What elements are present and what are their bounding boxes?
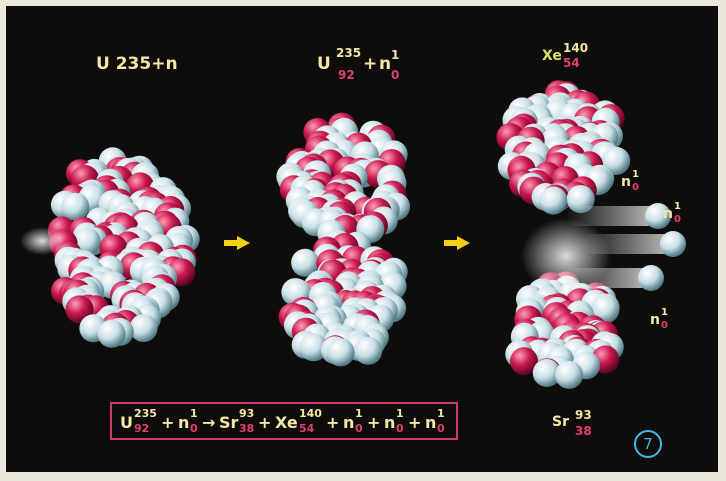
deformed-nucleus-top bbox=[276, 113, 410, 248]
neutron-atomic: 0 bbox=[661, 320, 668, 331]
symbol-strontium: Sr bbox=[552, 414, 569, 430]
equation-big: Sr bbox=[219, 413, 238, 432]
equation-sup: 1 bbox=[355, 407, 363, 420]
neutron-atomic-number: 0 bbox=[391, 68, 399, 82]
equation-big: Xe bbox=[275, 413, 298, 432]
neutron-mass: 1 bbox=[632, 169, 639, 180]
equation-sup: 1 bbox=[190, 407, 198, 420]
equation-big: + bbox=[408, 413, 421, 432]
figure-number-badge: 7 bbox=[634, 430, 662, 458]
symbol-uranium: U bbox=[317, 54, 331, 74]
neutron-ball bbox=[354, 337, 382, 365]
strontium-atomic-number: 38 bbox=[575, 424, 592, 438]
equation-sup: 235 bbox=[134, 407, 157, 420]
neutron-mass-number: 1 bbox=[391, 48, 399, 62]
symbol-xenon: Xe bbox=[542, 48, 562, 64]
equation-big: + bbox=[161, 413, 174, 432]
equation-big: n bbox=[343, 413, 354, 432]
equation-sup: 1 bbox=[437, 407, 445, 420]
neutron-symbol: n bbox=[621, 174, 631, 190]
symbol-neutron: n bbox=[379, 54, 391, 74]
equation-sub: 0 bbox=[396, 422, 404, 435]
label-uranium-plus-neutron: U 235+n bbox=[96, 54, 178, 74]
neutron-ball bbox=[539, 187, 567, 215]
neutron-ball bbox=[130, 314, 158, 342]
neutron-ball bbox=[327, 338, 355, 366]
equation-big: U bbox=[120, 413, 133, 432]
equation-sub: 0 bbox=[437, 422, 445, 435]
neutron-ball bbox=[660, 231, 686, 257]
arrow-right-icon bbox=[444, 236, 470, 250]
equation-sub: 0 bbox=[355, 422, 363, 435]
xenon-atomic-number: 54 bbox=[563, 56, 580, 70]
equation-big: + bbox=[367, 413, 380, 432]
fission-equation: U23592+n10→Sr9338+Xe14054+n10+n10+n10 bbox=[110, 402, 458, 440]
strontium-mass-number: 93 bbox=[575, 408, 592, 422]
equation-sub: 0 bbox=[190, 422, 198, 435]
equation-big: n bbox=[384, 413, 395, 432]
mass-number: 235 bbox=[336, 46, 361, 60]
equation-sub: 92 bbox=[134, 422, 149, 435]
neutron-symbol: n bbox=[663, 206, 673, 222]
neutron-mass: 1 bbox=[661, 307, 668, 318]
equation-big: n bbox=[425, 413, 436, 432]
neutron-mass: 1 bbox=[674, 201, 681, 212]
uranium-nucleus bbox=[48, 147, 200, 347]
neutron-symbol: n bbox=[650, 312, 660, 328]
equation-sup: 140 bbox=[299, 407, 322, 420]
deformed-nucleus-bottom bbox=[279, 230, 408, 366]
equation-sub: 38 bbox=[239, 422, 254, 435]
neutron-atomic: 0 bbox=[674, 214, 681, 225]
neutron-ball bbox=[638, 265, 664, 291]
equation-sub: 54 bbox=[299, 422, 314, 435]
equation-big: + bbox=[326, 413, 339, 432]
equation-sup: 93 bbox=[239, 407, 254, 420]
neutron-ball bbox=[555, 361, 583, 389]
xenon-fragment bbox=[496, 80, 630, 214]
neutron-ball bbox=[61, 193, 89, 221]
neutron-atomic: 0 bbox=[632, 182, 639, 193]
atomic-number: 92 bbox=[338, 68, 355, 82]
illustration-panel: U 235+n U 235 92 + n 1 0 Xe 140 54 n 1 0… bbox=[6, 6, 718, 472]
equation-sup: 1 bbox=[396, 407, 404, 420]
neutron-ball bbox=[98, 320, 126, 348]
equation-big: + bbox=[258, 413, 271, 432]
arrow-right-icon bbox=[224, 236, 250, 250]
equation-big: n bbox=[178, 413, 189, 432]
equation-big: → bbox=[202, 413, 215, 432]
xenon-mass-number: 140 bbox=[563, 41, 588, 55]
plus-sign: + bbox=[363, 54, 377, 74]
